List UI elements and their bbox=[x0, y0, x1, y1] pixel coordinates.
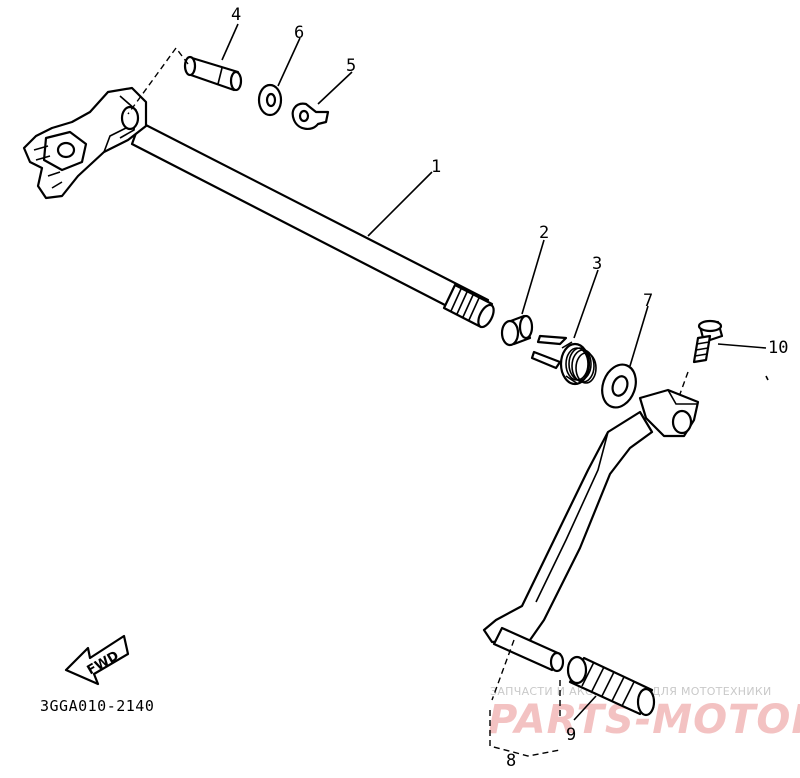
callout-4: 4 bbox=[231, 5, 241, 25]
callout-9: 9 bbox=[566, 725, 576, 745]
part-7-oil-seal bbox=[601, 363, 637, 409]
part-2-collar bbox=[500, 314, 534, 347]
fwd-arrow-icon: FWD bbox=[64, 634, 130, 686]
callout-8: 8 bbox=[506, 751, 516, 771]
callout-1: 1 bbox=[431, 157, 441, 177]
callouts: 4 6 5 1 2 3 7 10 9 8 bbox=[231, 5, 788, 771]
callout-10: 10 bbox=[768, 338, 788, 358]
callout-6: 6 bbox=[294, 23, 304, 43]
part-5-circlip bbox=[291, 102, 330, 130]
callout-5: 5 bbox=[346, 56, 356, 76]
part-9-pedal-rubber bbox=[566, 655, 656, 717]
stray-mark bbox=[765, 375, 769, 381]
callout-3: 3 bbox=[592, 254, 602, 274]
callout-2: 2 bbox=[539, 223, 549, 243]
part-6-washer bbox=[257, 83, 283, 117]
part-4-pin bbox=[183, 55, 243, 92]
part-1-shift-shaft bbox=[22, 86, 495, 329]
callout-7: 7 bbox=[643, 291, 653, 311]
leader-lines bbox=[221, 23, 767, 721]
assembly-lines bbox=[127, 46, 689, 757]
part-10-bolt bbox=[692, 319, 724, 364]
part-8-shift-pedal bbox=[482, 388, 700, 673]
diagram-code: 3GGA010-2140 bbox=[40, 697, 154, 715]
part-3-return-spring bbox=[530, 334, 597, 386]
